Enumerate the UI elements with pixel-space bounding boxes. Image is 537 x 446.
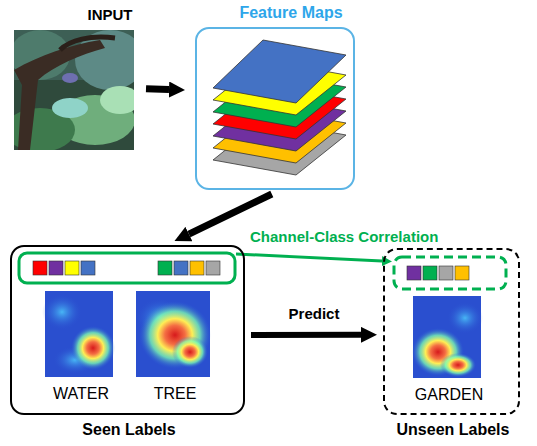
channel-row-seen bbox=[19, 253, 235, 283]
channel-row-unseen bbox=[394, 257, 506, 289]
class-label: WATER bbox=[53, 385, 109, 403]
feature-maps-box: Feature Maps bbox=[195, 27, 355, 190]
unseen-labels-box: GARDENUnseen Labels bbox=[383, 248, 520, 415]
flow-arrow bbox=[146, 85, 169, 93]
seen-labels-box: WATERTREESeen Labels bbox=[10, 245, 245, 415]
edge-label: Predict bbox=[287, 305, 342, 322]
correlation-label: Channel-Class Correlation bbox=[250, 228, 438, 245]
feature-maps-heading: Feature Maps bbox=[239, 4, 342, 22]
heatmap-tree bbox=[136, 291, 211, 377]
feature-map-stack bbox=[213, 40, 346, 175]
heatmap-water bbox=[42, 291, 115, 377]
input-heading: INPUT bbox=[88, 6, 133, 23]
heatmap-garden bbox=[412, 296, 483, 378]
flow-arrow bbox=[251, 332, 361, 338]
class-label: TREE bbox=[154, 385, 197, 403]
group-heading: Unseen Labels bbox=[397, 421, 510, 439]
correlation-arrow bbox=[236, 254, 382, 261]
group-heading: Seen Labels bbox=[82, 421, 175, 439]
class-label: GARDEN bbox=[415, 386, 483, 404]
input-photo bbox=[14, 30, 134, 150]
input-image: INPUT bbox=[14, 4, 134, 150]
